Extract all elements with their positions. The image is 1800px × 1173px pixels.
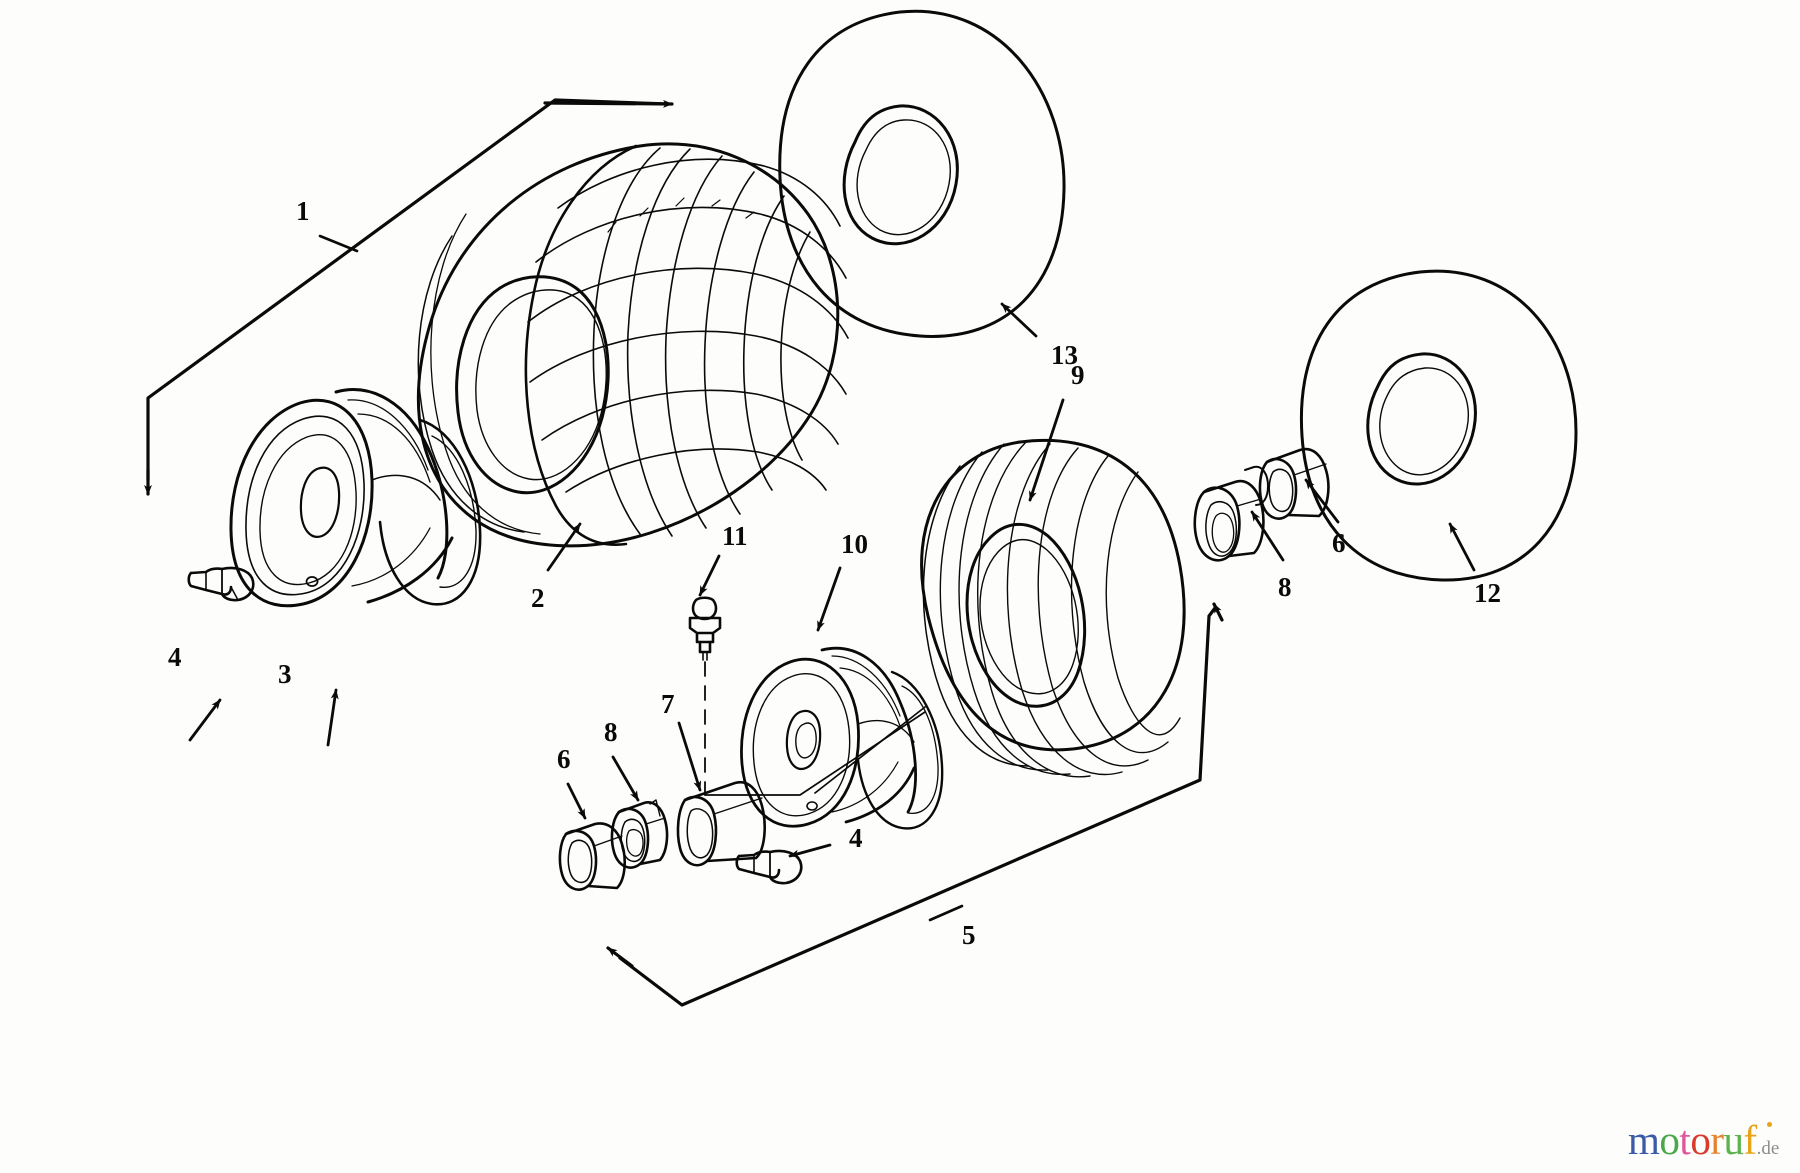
callout-label-7: 7 [661, 689, 675, 719]
callout-label-5: 5 [962, 920, 976, 950]
callout-label-8-right: 8 [1278, 572, 1292, 602]
leader-line-4a [188, 698, 222, 742]
leader-line-7 [677, 721, 702, 792]
front-spacer-right [1258, 447, 1330, 520]
bracket-arrow-5-bottom [606, 946, 634, 968]
grease-fitting [688, 596, 722, 661]
leader-line-6a [566, 782, 587, 820]
callout-label-4-front: 4 [849, 823, 863, 853]
leader-line-13 [1000, 302, 1038, 338]
front-bearing-left [610, 799, 669, 869]
callout-label-13: 13 [1051, 340, 1078, 370]
leader-line-12 [1448, 522, 1476, 572]
watermark-char-r: r [1710, 1117, 1724, 1163]
callout-label-4-rear: 4 [168, 642, 182, 672]
leader-line-2 [546, 522, 582, 572]
bracket-arrow-1-right [543, 99, 674, 108]
rear-inner-tube [778, 9, 1066, 338]
watermark-char-m: m [1628, 1117, 1660, 1163]
front-tire [920, 438, 1186, 778]
leader-line-8a [611, 755, 640, 802]
callout-label-2: 2 [531, 583, 545, 613]
leader-line-10 [816, 566, 842, 632]
rear-wheel-rim [229, 388, 482, 608]
motoruf-watermark: motoruf.de [1628, 1120, 1779, 1161]
rear-tire [416, 142, 849, 548]
watermark-char-t: t [1679, 1117, 1691, 1163]
front-bearing-right [1193, 465, 1269, 562]
callout-label-9: 9 [1071, 360, 1085, 390]
callout-label-6-right: 6 [1332, 528, 1346, 558]
watermark-char-f: f [1743, 1117, 1757, 1163]
watermark-char-o2: o [1690, 1117, 1711, 1163]
front-inner-tube [1299, 269, 1578, 582]
leader-line-1 [318, 234, 359, 253]
watermark-char-u: u [1723, 1117, 1744, 1163]
front-wheel-rim [740, 646, 944, 830]
callout-label-3: 3 [278, 659, 292, 689]
front-valve-stem [735, 849, 803, 885]
leader-line-11 [698, 554, 721, 597]
watermark-suffix: .de [1756, 1138, 1780, 1159]
callout-label-10: 10 [841, 529, 868, 559]
leader-line-4b [788, 843, 832, 858]
callout-label-8-left: 8 [604, 717, 618, 747]
callout-label-1: 1 [296, 196, 310, 226]
leader-line-3 [326, 688, 339, 747]
leader-line-8b [1250, 510, 1285, 562]
rear-valve-stem [187, 566, 255, 602]
leader-line-9 [1028, 398, 1065, 502]
callout-label-6-left: 6 [557, 744, 571, 774]
bracket-assembly-5 [618, 606, 1217, 1007]
watermark-dot-icon [1767, 1122, 1772, 1127]
leader-line-5 [928, 904, 964, 922]
bracket-arrow-5-top [1212, 602, 1224, 622]
callout-label-11: 11 [722, 521, 748, 551]
assembly-axis-line-2 [814, 706, 926, 794]
callout-label-12: 12 [1474, 578, 1501, 608]
watermark-char-o1: o [1659, 1117, 1680, 1163]
